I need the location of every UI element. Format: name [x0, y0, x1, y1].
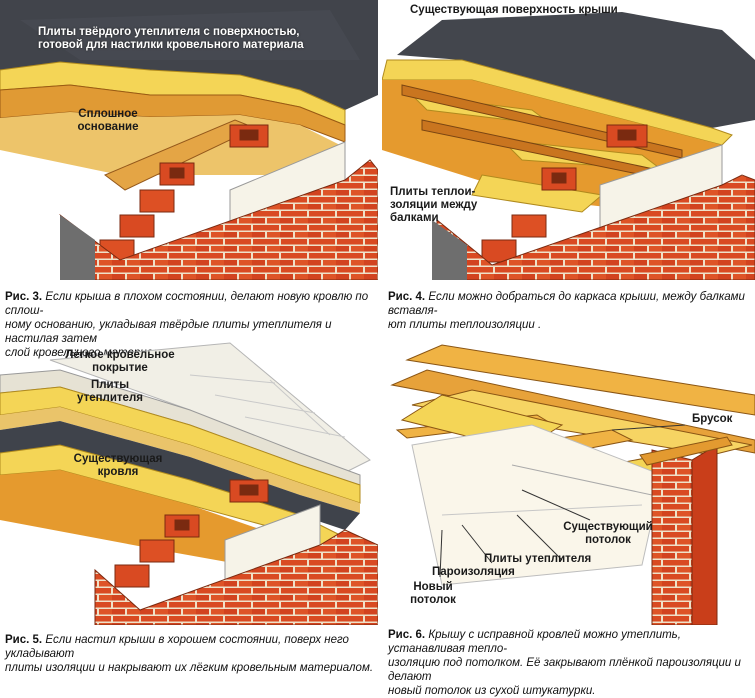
figure-6-drawing [390, 344, 755, 625]
fig4-label-ins-l2: золяции между [390, 199, 478, 211]
fig6-label-vapor: Пароизоляция [432, 566, 515, 578]
fig6-caption-l3: новый потолок из сухой штукатурки. [388, 685, 596, 697]
fig6-label-brusok: Брусок [692, 413, 733, 425]
fig4-label-ins-l1: Плиты теплои- [390, 186, 476, 198]
fig3-caption-l2: ному основанию, укладывая твёрдые плиты … [5, 319, 332, 345]
fig5-caption-l1: Если настил крыши в хорошем состоянии, п… [5, 634, 349, 660]
fig3-label-base-l2: основание [77, 121, 139, 133]
fig3-caption-number: Рис. 3. [5, 291, 43, 303]
figure-5-caption: Рис. 5. Если настил крыши в хорошем сост… [5, 633, 377, 675]
figure-6-illustration: Брусок Существующий потолок Плиты утепли… [382, 335, 755, 625]
fig4-label-surface: Существующая поверхность крыши [410, 4, 618, 16]
figure-3-caption: Рис. 3. Если крыша в плохом состоянии, д… [5, 290, 377, 360]
fig5-caption-number: Рис. 5. [5, 634, 43, 646]
fig3-label-plates-l1: Плиты твёрдого утеплителя с поверхностью… [38, 26, 300, 38]
figure-4-illustration: Существующая поверхность крыши Плиты теп… [382, 0, 755, 280]
fig3-label-base-l1: Сплошное [78, 108, 138, 120]
fig6-caption-l2: изоляцию под потолком. Её закрывают плён… [388, 657, 741, 683]
fig6-label-plates: Плиты утеплителя [484, 553, 592, 565]
figure-5-illustration: Лёгкое кровельное покрытие Плиты утеплит… [0, 335, 378, 625]
figure-6-caption: Рис. 6. Крышу с исправной кровлей можно … [388, 628, 754, 698]
fig4-caption-l1: Если можно добраться до каркаса крыши, м… [388, 291, 745, 317]
fig5-label-plates-l2: утеплителя [77, 392, 143, 404]
fig6-caption-l1: Крышу с исправной кровлей можно утеплить… [388, 629, 681, 655]
fig6-caption-number: Рис. 6. [388, 629, 426, 641]
fig6-label-exist-ceiling-l1: Существующий [563, 521, 653, 533]
fig4-caption-l2: ют плиты теплоизоляции . [388, 319, 542, 331]
fig6-label-new-ceiling-l2: потолок [410, 594, 456, 606]
fig5-label-light-l2: покрытие [92, 362, 148, 374]
fig5-label-light-l1: Лёгкое кровельное [65, 349, 175, 361]
figure-3-illustration: Плиты твёрдого утеплителя с поверхностью… [0, 0, 378, 280]
fig4-label-ins-l3: балками [390, 212, 439, 224]
fig3-caption-l1: Если крыша в плохом состоянии, делают но… [5, 291, 369, 317]
fig4-caption-number: Рис. 4. [388, 291, 426, 303]
fig6-label-new-ceiling-l1: Новый [413, 581, 453, 593]
figure-4-caption: Рис. 4. Если можно добраться до каркаса … [388, 290, 754, 332]
figure-5-drawing [0, 342, 378, 625]
figure-3-drawing [0, 0, 378, 280]
figure-4-drawing [382, 12, 755, 280]
fig5-label-exist-l1: Существующая [73, 453, 163, 465]
fig6-label-exist-ceiling-l2: потолок [585, 534, 631, 546]
fig5-caption-l2: плиты изоляции и накрывают их лёгким кро… [5, 662, 374, 674]
fig3-label-plates-l2: готовой для настилки кровельного материа… [38, 39, 304, 51]
fig5-label-plates-l1: Плиты [90, 379, 130, 391]
fig5-label-exist-l2: кровля [97, 466, 139, 478]
